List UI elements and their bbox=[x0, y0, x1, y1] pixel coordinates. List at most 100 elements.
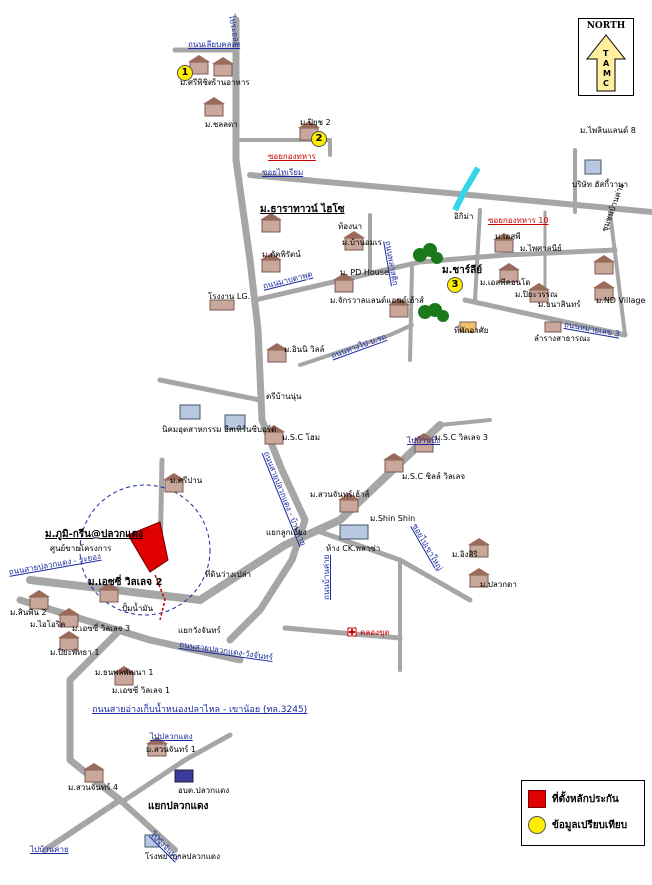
place-p41: ม.ไพลินแลนด์ 8 bbox=[580, 126, 636, 135]
place-p14: ม.S.C โฮม bbox=[282, 433, 321, 442]
north-arrow-icon bbox=[585, 34, 627, 92]
comparable-marker-1[interactable]: 1 bbox=[177, 65, 193, 81]
compass-north-label: NORTH bbox=[586, 21, 626, 31]
place-p43: ม.สวนจันทร์ 1 bbox=[146, 745, 197, 754]
place-p42: ม.สวนจันทร์ 4 bbox=[68, 783, 119, 792]
road-highway-diagonal bbox=[26, 421, 444, 604]
place-p38: ม.ธนาสินทร์ bbox=[538, 300, 581, 309]
place-p30: ม.อิงสิริ bbox=[452, 550, 478, 559]
road-middle-2 bbox=[408, 266, 414, 362]
road-west-branch bbox=[157, 377, 263, 403]
road-south-east bbox=[122, 732, 233, 803]
road-middle-3 bbox=[298, 323, 414, 367]
place-p40: บริษัท ฮัสกี้วานา bbox=[572, 180, 629, 189]
road-southeast-3 bbox=[282, 625, 403, 641]
place-p37: ม.ปิยะวรรณ bbox=[515, 290, 558, 299]
place-p20: ม.ไอโอริค bbox=[30, 620, 66, 629]
place-p19: ม.เอซซี่ วิลเลจ 3 bbox=[72, 624, 131, 633]
legend-row-comparable: ข้อมูลเปรียบเทียบ bbox=[528, 815, 627, 835]
road-label-r13: ไปปลวกแดง bbox=[150, 732, 193, 741]
legend-comparable-label: ข้อมูลเปรียบเทียบ bbox=[552, 819, 628, 831]
compass-letter-m: M bbox=[603, 69, 611, 78]
place-p10: โรงงาน LG. bbox=[208, 292, 251, 301]
place-p51: ปั้มน้ำมัน bbox=[122, 604, 154, 613]
road-southwest bbox=[42, 797, 123, 853]
place-p15: ม.ศรีปาน bbox=[170, 476, 203, 485]
place-p47: แยกวังจันทร์ bbox=[178, 626, 221, 635]
road-label-r3: ซอยกองทหาร 10 bbox=[488, 216, 549, 225]
place-p39: ม.ND Village bbox=[596, 296, 646, 305]
road-label-r7: ถนนเลียบคลอง bbox=[188, 40, 241, 49]
place-p5: ม.ภัคพิรัตน์ bbox=[262, 250, 301, 259]
place-p2: ม.ชลลดา bbox=[205, 120, 238, 129]
road-east-upper bbox=[247, 172, 652, 215]
road-east-lower bbox=[438, 418, 492, 427]
place-p35: ม.ชาร์ลีย์ bbox=[442, 265, 483, 276]
place-p12: ตรีบ้านนุ่น bbox=[266, 392, 302, 401]
road-north-south bbox=[226, 16, 309, 644]
road-label-r15: ไปบ้านบึง bbox=[407, 436, 441, 445]
place-p26: ห้าง CK.พลาซ่า bbox=[326, 544, 381, 553]
comparable-marker-3[interactable]: 3 bbox=[447, 277, 463, 293]
place-p1: ม.ศรีพิชิต bbox=[180, 78, 214, 87]
place-p48: ที่พักอาศัย bbox=[454, 326, 489, 335]
comparable-swatch-icon bbox=[528, 816, 546, 834]
house-icons bbox=[28, 55, 615, 848]
site-swatch-icon bbox=[528, 790, 546, 808]
place-p16: ม.ภูมิ-กรีน@ปลวกแดง bbox=[45, 529, 143, 540]
place-p8: ม. PD House bbox=[340, 268, 389, 277]
road-branch-piyut bbox=[236, 138, 332, 157]
place-p6: ท้องนา bbox=[338, 222, 362, 231]
compass-letter-c: C bbox=[603, 79, 609, 88]
place-p25: แยกลูกเอี้ยง bbox=[266, 528, 307, 537]
site-access-route bbox=[154, 574, 166, 621]
road-southeast-1 bbox=[312, 527, 473, 603]
place-p7: ม.บ้านอมเร bbox=[342, 238, 382, 247]
canal bbox=[452, 166, 481, 212]
legend-site-label: ที่ตั้งหลักประกัน bbox=[552, 793, 619, 805]
site-parcel bbox=[127, 521, 169, 573]
place-p32: อิกิม่า bbox=[454, 212, 474, 221]
place-p18: ม.เอซซี่ วิลเลจ 2 bbox=[88, 577, 163, 588]
place-p33: ม.เอสพี bbox=[495, 232, 521, 241]
compass-letter-t: T bbox=[603, 49, 609, 58]
place-p45: แยกปลวกแดง bbox=[148, 801, 209, 812]
place-p34: ม.ไพศาลนีย์ bbox=[520, 244, 562, 253]
road-right-4 bbox=[608, 210, 627, 337]
road-label-r4: ซอยไทเรียม bbox=[262, 168, 304, 177]
place-p21: ม.ปิยะพัทธา 1 bbox=[50, 648, 100, 657]
place-p11: ม.อินนิ วิลล์ bbox=[284, 345, 325, 354]
map-legend: ที่ตั้งหลักประกัน ข้อมูลเปรียบเทียบ bbox=[521, 780, 645, 846]
place-p23: ม.สินพิน 2 bbox=[10, 608, 47, 617]
place-p22: ม.เอซซี่ วิลเลจ 1 bbox=[112, 686, 171, 695]
road-south bbox=[117, 797, 178, 853]
place-p9: ม.จักรวาลแลนด์แอนด์เฮ้าส์ bbox=[330, 296, 424, 305]
place-p27: ม.Shin Shin bbox=[370, 514, 416, 523]
legend-row-site: ที่ตั้งหลักประกัน bbox=[528, 789, 619, 809]
road-label-r2: ซอยกองทหาร bbox=[268, 152, 316, 161]
place-p49: ลำรางสาธารณะ bbox=[534, 334, 591, 343]
road-network bbox=[16, 16, 652, 853]
north-compass: NORTH T A M C bbox=[578, 18, 634, 96]
compass-letter-a: A bbox=[603, 59, 610, 68]
place-p53: ร้านอาหาร bbox=[212, 78, 250, 87]
place-p36: ม.เอสพีคอนโด bbox=[480, 278, 531, 287]
place-p55: ม.ธนพลพัฒนา 1 bbox=[95, 668, 154, 677]
place-p44: อบต.ปลวกแดง bbox=[178, 786, 230, 795]
place-p3: ม.ปิยุช 2 bbox=[300, 118, 331, 127]
place-p50: คลองขุด bbox=[360, 628, 390, 637]
place-p46: โรงพยาบาลปลวกแดง bbox=[145, 852, 220, 861]
place-p31: ม.ปลวกดา bbox=[480, 580, 517, 589]
place-p13: นิคมอุตสาหกรรม อีสเทิร์นซีบอร์ด bbox=[162, 425, 277, 434]
comparable-marker-2[interactable]: 2 bbox=[311, 131, 327, 147]
place-p52: ศูนย์ขายโครงการ bbox=[50, 544, 112, 553]
road-label-r10: ถนนบ้านค่าย bbox=[322, 554, 331, 600]
hospital-icon bbox=[347, 627, 357, 637]
road-label-highway: ถนนสายอ่างเก็บน้ำหนองปลาไหล - เขาน้อย (ท… bbox=[92, 705, 308, 715]
tree-groups bbox=[413, 243, 449, 322]
place-p29: ม.S.C ซิลล์ วิลเลจ bbox=[402, 472, 466, 481]
road-right-1 bbox=[462, 297, 628, 338]
place-p28: ม.S.C วิลเลจ 3 bbox=[435, 433, 488, 442]
site-radius-circle bbox=[79, 484, 211, 616]
